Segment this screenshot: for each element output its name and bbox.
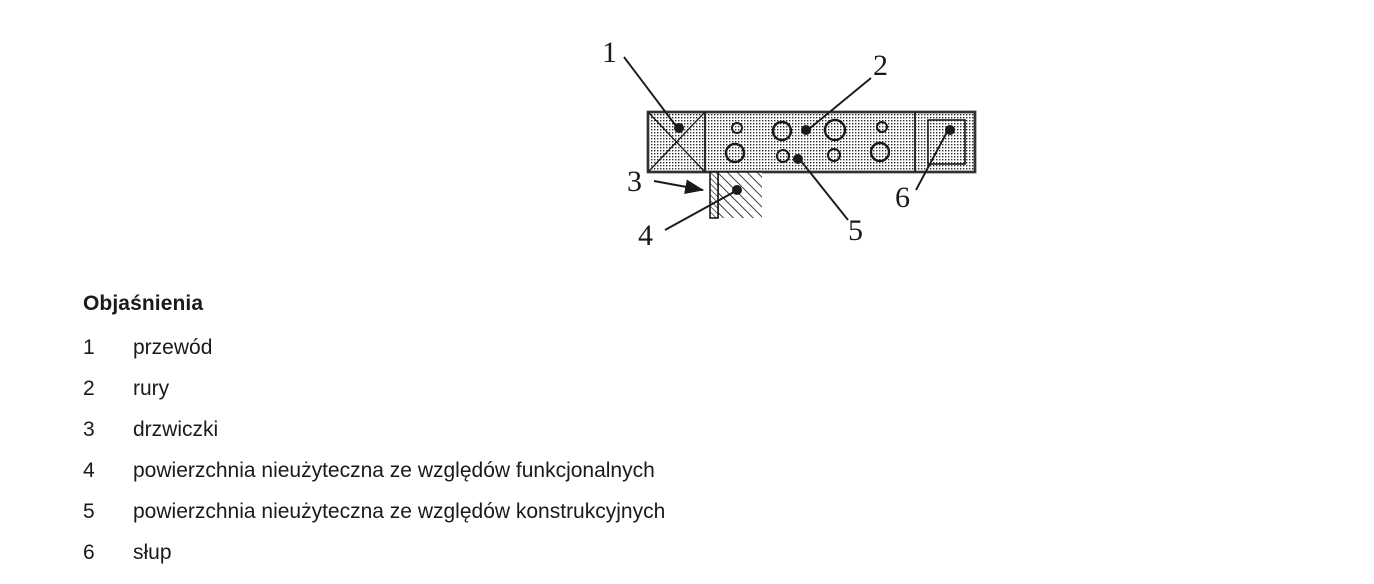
- diagram-figure: 1 2 3 4 5 6: [0, 0, 1374, 270]
- callout-number-6: 6: [895, 181, 910, 214]
- callout-dot-6: [945, 125, 955, 135]
- cross-diagonal-b: [648, 112, 705, 172]
- legend-item-3: 3 drzwiczki: [83, 419, 218, 440]
- door-strip: [709, 171, 719, 219]
- callout-dot-5: [793, 154, 803, 164]
- callout-numbers: 1 2 3 4 5 6: [602, 36, 910, 252]
- pipe-circle: [731, 122, 743, 134]
- leader-line-1: [623, 56, 677, 127]
- legend-item-number: 6: [83, 541, 95, 564]
- legend-item-number: 4: [83, 459, 95, 482]
- legend-item-label: powierzchnia nieużyteczna ze względów fu…: [133, 459, 655, 482]
- legend-item-6: 6 słup: [83, 542, 172, 563]
- leader-arrow-3: [653, 179, 705, 195]
- pipe-circle: [876, 121, 888, 133]
- pipe-circle: [827, 148, 841, 162]
- legend-item-label: słup: [133, 541, 172, 564]
- leader-line-6: [915, 131, 948, 191]
- legend-item-4: 4 powierzchnia nieużyteczna ze względów f…: [83, 460, 655, 481]
- hatched-area: [718, 172, 762, 218]
- leader-line-4: [664, 191, 735, 231]
- legend-item-2: 2 rury: [83, 378, 169, 399]
- callout-number-4: 4: [638, 219, 653, 252]
- legend-item-number: 2: [83, 377, 95, 400]
- diagram-svg: 1 2 3 4 5 6: [602, 36, 977, 252]
- legend-item-number: 3: [83, 418, 95, 441]
- legend-item-number: 1: [83, 336, 95, 359]
- pipe-circle: [776, 149, 790, 163]
- pipe-circle: [724, 142, 746, 164]
- pipe-circle: [869, 141, 891, 163]
- legend-item-label: drzwiczki: [133, 418, 219, 441]
- legend-item-5: 5 powierzchnia nieużyteczna ze względów k…: [83, 501, 665, 522]
- pipe-circle: [823, 118, 847, 142]
- beam-group: [646, 110, 977, 174]
- callout-dot-2: [801, 125, 811, 135]
- legend-title: Objaśnienia: [83, 292, 204, 315]
- legend-item-label: przewód: [133, 336, 213, 359]
- legend-item-label: powierzchnia nieużyteczna ze względów ko…: [133, 500, 666, 523]
- legend-item-label: rury: [133, 377, 170, 400]
- callout-number-1: 1: [602, 36, 617, 69]
- callout-number-5: 5: [848, 214, 863, 247]
- leader-line-2: [808, 77, 872, 130]
- callout-dot-1: [674, 123, 684, 133]
- legend-item-1: 1 przewód: [83, 337, 212, 358]
- hatched-block-group: [709, 171, 762, 219]
- callout-dot-4: [732, 185, 742, 195]
- column-inner-rect: [927, 119, 966, 165]
- callout-number-3: 3: [627, 165, 642, 198]
- callout-leaders: [623, 56, 955, 231]
- leader-line-5: [800, 160, 849, 221]
- callout-number-2: 2: [873, 49, 888, 82]
- beam-inner-edge: [647, 111, 976, 173]
- pipe-circle: [771, 120, 793, 142]
- legend-item-number: 5: [83, 500, 95, 523]
